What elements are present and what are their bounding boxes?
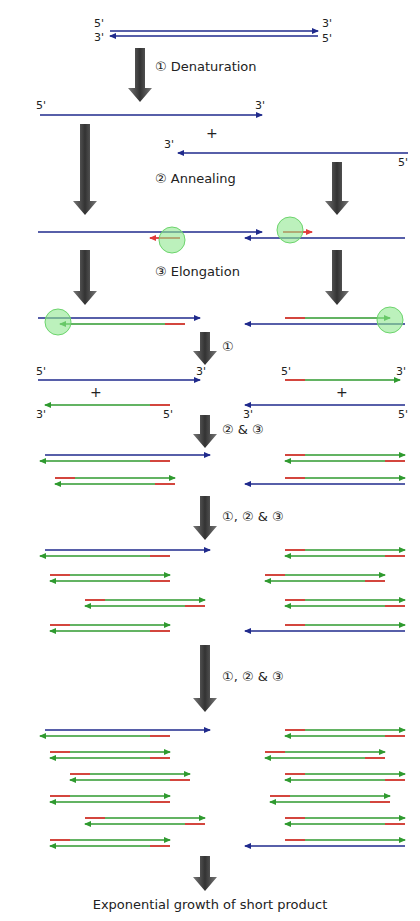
strand-end-label: 3'	[396, 366, 406, 378]
primer	[165, 323, 185, 325]
step-arrow	[193, 332, 217, 365]
short-product-pair	[50, 752, 170, 758]
template-strand	[40, 114, 262, 116]
template-strand	[38, 379, 200, 381]
short-product-pair	[265, 752, 385, 758]
strand-end-label: 5'	[322, 33, 332, 45]
step-label: ①, ② & ③	[222, 510, 284, 524]
step-arrow	[73, 250, 97, 305]
step-label: +	[90, 385, 102, 400]
new-strand	[285, 379, 400, 381]
short-product-pair	[285, 455, 405, 461]
template-strand	[178, 152, 408, 154]
primer	[150, 404, 170, 406]
strand-end-label: 3'	[36, 409, 46, 421]
strand-end-label: 5'	[398, 157, 408, 169]
short-product-pair	[85, 600, 205, 606]
short-product-pair	[285, 818, 405, 824]
caption: Exponential growth of short product	[0, 897, 420, 913]
strand-end-label: 3'	[255, 100, 265, 112]
strand-end-label: 5'	[281, 366, 291, 378]
template-strand	[245, 237, 405, 239]
primer	[150, 735, 170, 737]
primer	[150, 555, 170, 557]
short-product-pair	[285, 600, 405, 606]
strand-end-label: 3'	[322, 18, 332, 30]
new-strand	[60, 323, 185, 325]
template-strand	[38, 231, 262, 233]
primer	[285, 624, 305, 626]
template-strand	[245, 404, 405, 406]
short-product-pair	[50, 796, 170, 802]
template-strand	[245, 483, 405, 485]
template-strand	[45, 729, 210, 731]
template-strand	[110, 30, 318, 32]
primer	[285, 839, 305, 841]
short-product-pair	[270, 796, 390, 802]
short-product-pair	[50, 575, 170, 581]
primer	[285, 477, 305, 479]
step-label: ①, ② & ③	[222, 670, 284, 684]
strand-end-label: 3'	[164, 139, 174, 151]
polymerase	[277, 217, 303, 243]
polymerase	[159, 227, 185, 253]
strand-end-label: 3'	[94, 32, 104, 44]
short-product-pair	[50, 840, 170, 846]
strand-end-label: 5'	[163, 409, 173, 421]
step-arrow	[128, 48, 152, 102]
step-label: ①	[222, 340, 234, 354]
step-label: ③ Elongation	[155, 265, 240, 279]
step-arrow	[73, 124, 97, 215]
short-product-pair	[70, 774, 190, 780]
template-strand	[245, 845, 405, 847]
step-label: ② Annealing	[155, 172, 236, 186]
short-product-pair	[50, 625, 170, 631]
new-strand	[285, 624, 405, 626]
new-strand	[40, 555, 170, 557]
step-arrow	[325, 250, 349, 305]
step-arrow	[193, 856, 217, 891]
strand-end-label: 5'	[36, 100, 46, 112]
polymerase	[45, 309, 71, 335]
strand-end-label: 3'	[196, 366, 206, 378]
new-strand	[285, 839, 405, 841]
strand-end-label: 5'	[94, 18, 104, 30]
step-label: +	[336, 385, 348, 400]
step-arrow	[193, 645, 217, 712]
new-strand	[45, 404, 170, 406]
short-product-pair	[55, 478, 175, 484]
new-strand	[285, 317, 390, 319]
step-label: +	[206, 126, 218, 141]
short-product-pair	[265, 575, 385, 581]
step-label: ① Denaturation	[155, 60, 257, 74]
step-arrow	[193, 496, 217, 540]
step-label: ② & ③	[222, 423, 264, 437]
short-product-pair	[285, 730, 405, 736]
short-product-pair	[285, 774, 405, 780]
new-strand	[40, 460, 170, 462]
primer	[285, 317, 305, 319]
step-arrow	[325, 162, 349, 215]
template-strand	[45, 454, 210, 456]
short-product-pair	[85, 818, 205, 824]
strand-end-label: 5'	[398, 409, 408, 421]
new-strand	[285, 477, 405, 479]
primer	[150, 460, 170, 462]
strand-end-label: 5'	[36, 366, 46, 378]
new-strand	[40, 735, 170, 737]
short-product-pair	[285, 550, 405, 556]
template-strand	[110, 35, 318, 37]
step-arrow	[193, 415, 217, 448]
template-strand	[245, 630, 405, 632]
polymerase	[377, 307, 403, 333]
strand-end-label: 3'	[243, 409, 253, 421]
template-strand	[45, 549, 210, 551]
primer	[285, 379, 305, 381]
